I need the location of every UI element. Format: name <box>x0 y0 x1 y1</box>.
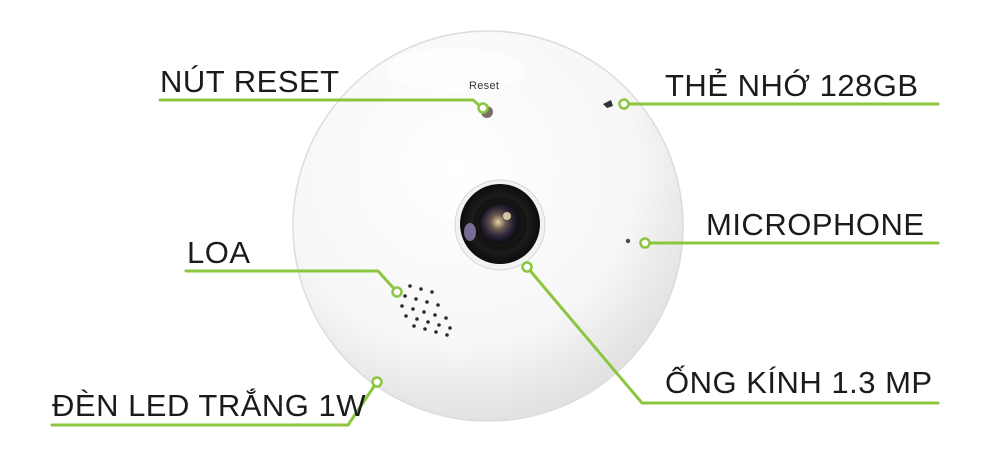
speaker-hole <box>403 294 407 298</box>
label-led: ĐÈN LED TRẮNG 1W <box>52 388 367 423</box>
speaker-hole <box>400 304 404 308</box>
speaker-hole <box>404 314 408 318</box>
speaker-hole <box>433 313 437 317</box>
speaker-hole <box>434 330 438 334</box>
speaker-hole <box>423 327 427 331</box>
speaker-hole <box>411 307 415 311</box>
speaker-hole <box>436 303 440 307</box>
label-speaker: LOA <box>187 235 251 270</box>
speaker-hole <box>426 320 430 324</box>
led-callout-line <box>50 380 379 427</box>
label-microphone: MICROPHONE <box>706 207 925 242</box>
speaker-hole <box>414 297 418 301</box>
speaker-callout-line <box>184 269 399 294</box>
label-memory: THẺ NHỚ 128GB <box>665 68 919 103</box>
speaker-hole <box>445 333 449 337</box>
reset-print: Reset <box>469 80 500 92</box>
speaker-hole <box>412 324 416 328</box>
speaker-grille <box>400 284 452 337</box>
microphone-hole <box>625 238 631 244</box>
memory-card-icon <box>603 100 613 108</box>
callout-dots <box>371 98 651 388</box>
speaker-hole <box>448 326 452 330</box>
speaker-hole <box>422 310 426 314</box>
speaker-hole <box>408 284 412 288</box>
lens-callout-line <box>525 265 940 405</box>
callout-lines <box>50 98 940 427</box>
label-lens: ỐNG KÍNH 1.3 MP <box>665 365 933 400</box>
reset-callout-line <box>158 98 482 108</box>
speaker-hole <box>415 317 419 321</box>
label-reset: NÚT RESET <box>160 64 340 99</box>
speaker-hole <box>444 316 448 320</box>
speaker-hole <box>437 323 441 327</box>
speaker-hole <box>419 287 423 291</box>
speaker-hole <box>430 290 434 294</box>
speaker-hole <box>425 300 429 304</box>
